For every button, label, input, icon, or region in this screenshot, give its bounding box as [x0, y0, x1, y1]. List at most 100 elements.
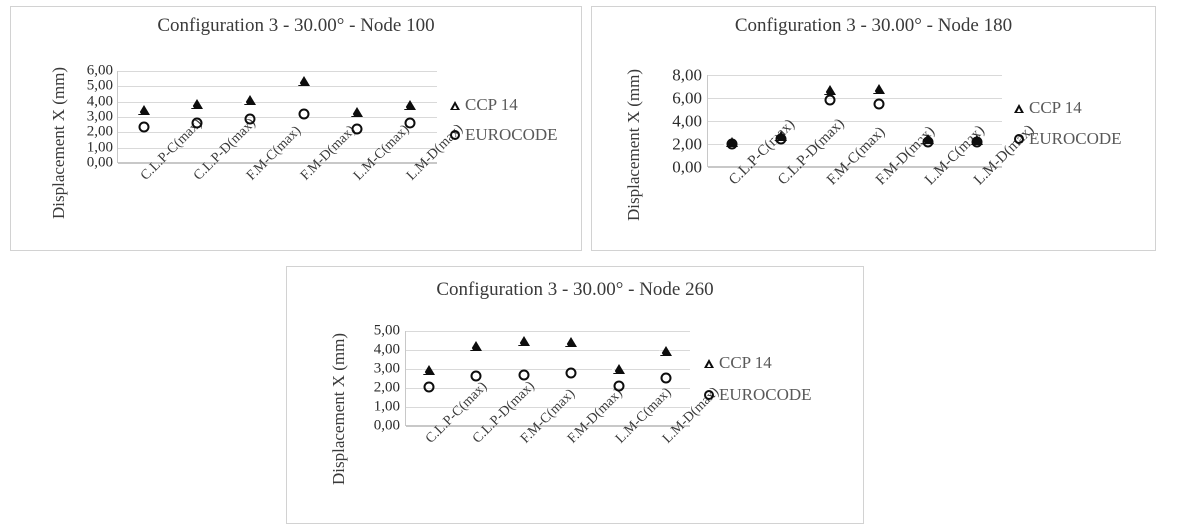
- y-axis-title: Displacement X (mm): [624, 68, 643, 221]
- legend-label: EUROCODE: [719, 385, 812, 404]
- triangle-marker-icon: [820, 84, 836, 95]
- triangle-inner: [919, 138, 926, 144]
- circle-marker-icon: [565, 367, 577, 379]
- triangle-marker-icon: [188, 98, 203, 109]
- data-point-eurocode: [404, 117, 416, 129]
- triangle-inner: [467, 345, 474, 351]
- circle-marker-icon: [404, 117, 416, 129]
- circle-marker-icon: [448, 128, 462, 142]
- gridline: [406, 369, 690, 370]
- y-tick-label: 3,00: [373, 360, 400, 377]
- legend-item-ccp14[interactable]: CCP 14: [702, 353, 772, 373]
- gridline: [406, 350, 690, 351]
- data-point-eurocode: [873, 98, 885, 110]
- data-point-eurocode: [660, 372, 672, 384]
- gridline: [118, 86, 437, 88]
- y-tick-label: 2,00: [672, 134, 702, 154]
- legend-item-eurocode[interactable]: EUROCODE: [1012, 129, 1122, 149]
- circle-marker-icon: [660, 372, 672, 384]
- gridline: [406, 426, 690, 427]
- legend-item-ccp14[interactable]: CCP 14: [1012, 98, 1082, 118]
- triangle-inner: [514, 340, 521, 346]
- plot-area: [117, 71, 437, 164]
- circle-marker-icon: [873, 98, 885, 110]
- y-axis-title: Displacement X (mm): [49, 66, 68, 219]
- chart-node-260: Configuration 3 - 30.00° - Node 260 0,00…: [286, 266, 864, 524]
- circle-marker-icon: [244, 113, 256, 125]
- circle-marker-icon: [922, 136, 934, 148]
- y-tick-label: 4,00: [373, 341, 400, 358]
- chart-node-180: Configuration 3 - 30.00° - Node 180 0,00…: [591, 6, 1156, 251]
- gridline: [406, 388, 690, 389]
- legend-label: EUROCODE: [465, 125, 558, 144]
- legend-label: EUROCODE: [1029, 129, 1122, 148]
- triangle-inner: [241, 99, 248, 105]
- data-point-eurocode: [775, 133, 787, 145]
- gridline: [406, 331, 690, 332]
- circle-marker-icon: [138, 121, 150, 133]
- legend-item-eurocode[interactable]: EUROCODE: [702, 385, 812, 405]
- chart-title: Configuration 3 - 30.00° - Node 260: [436, 279, 714, 300]
- chart-node-100: Configuration 3 - 30.00° - Node 100 0,00…: [10, 6, 582, 251]
- gridline: [708, 98, 1002, 99]
- triangle-inner: [401, 103, 408, 109]
- gridline: [708, 144, 1002, 145]
- plot-area: [707, 75, 1002, 168]
- gridline: [708, 121, 1002, 122]
- circle-marker-icon: [824, 94, 836, 106]
- triangle-marker-icon: [134, 105, 150, 116]
- y-tick-label: 8,00: [672, 65, 702, 85]
- circle-marker-icon: [191, 117, 203, 129]
- y-tick-label: 6,00: [86, 62, 113, 79]
- data-point-ccp14: [562, 337, 578, 348]
- y-tick-label: 1,00: [373, 398, 400, 415]
- triangle-inner: [562, 341, 569, 347]
- data-point-eurocode: [971, 136, 983, 148]
- circle-marker-icon: [971, 136, 983, 148]
- y-tick-label: 3,00: [86, 108, 113, 125]
- data-point-eurocode: [565, 367, 577, 379]
- triangle-marker-icon: [467, 341, 483, 352]
- legend-item-ccp14[interactable]: CCP 14: [448, 95, 518, 115]
- triangle-inner: [294, 79, 301, 85]
- triangle-inner: [870, 87, 877, 93]
- triangle-inner: [771, 134, 778, 140]
- y-tick-label: 6,00: [672, 88, 702, 108]
- chart-title: Configuration 3 - 30.00° - Node 180: [734, 15, 1013, 36]
- data-point-ccp14: [348, 107, 363, 118]
- triangle-inner: [188, 102, 194, 108]
- triangle-inner: [820, 88, 827, 94]
- data-point-ccp14: [419, 364, 435, 375]
- y-tick-label: 1,00: [86, 139, 113, 156]
- data-point-ccp14: [241, 95, 257, 106]
- gridline: [118, 147, 437, 149]
- circle-marker-icon: [351, 123, 363, 134]
- data-point-eurocode: [191, 117, 203, 129]
- plot-area: [405, 331, 690, 427]
- circle-marker-icon: [298, 108, 310, 120]
- triangle-inner: [722, 140, 729, 146]
- data-point-ccp14: [870, 83, 886, 94]
- y-tick-label: 0,00: [373, 417, 400, 434]
- y-tick-label: 2,00: [86, 123, 113, 140]
- data-point-ccp14: [820, 84, 836, 95]
- y-tick-label: 0,00: [672, 157, 702, 177]
- gridline: [708, 75, 1002, 76]
- data-point-ccp14: [514, 336, 530, 347]
- triangle-marker-icon: [870, 83, 886, 94]
- data-point-eurocode: [423, 381, 435, 393]
- triangle-marker-icon: [562, 337, 578, 348]
- clipped-header-strip: [0, 0, 1181, 5]
- circle-marker-icon: [775, 133, 787, 145]
- circle-marker-icon: [423, 381, 435, 393]
- data-point-eurocode: [138, 121, 150, 133]
- legend-item-eurocode[interactable]: EUROCODE: [448, 125, 558, 145]
- data-point-eurocode: [470, 370, 482, 382]
- triangle-inner: [419, 368, 426, 374]
- y-tick-label: 2,00: [373, 379, 400, 396]
- gridline: [118, 71, 437, 72]
- triangle-inner: [968, 138, 975, 144]
- data-point-ccp14: [401, 99, 417, 110]
- triangle-marker-icon: [702, 356, 716, 370]
